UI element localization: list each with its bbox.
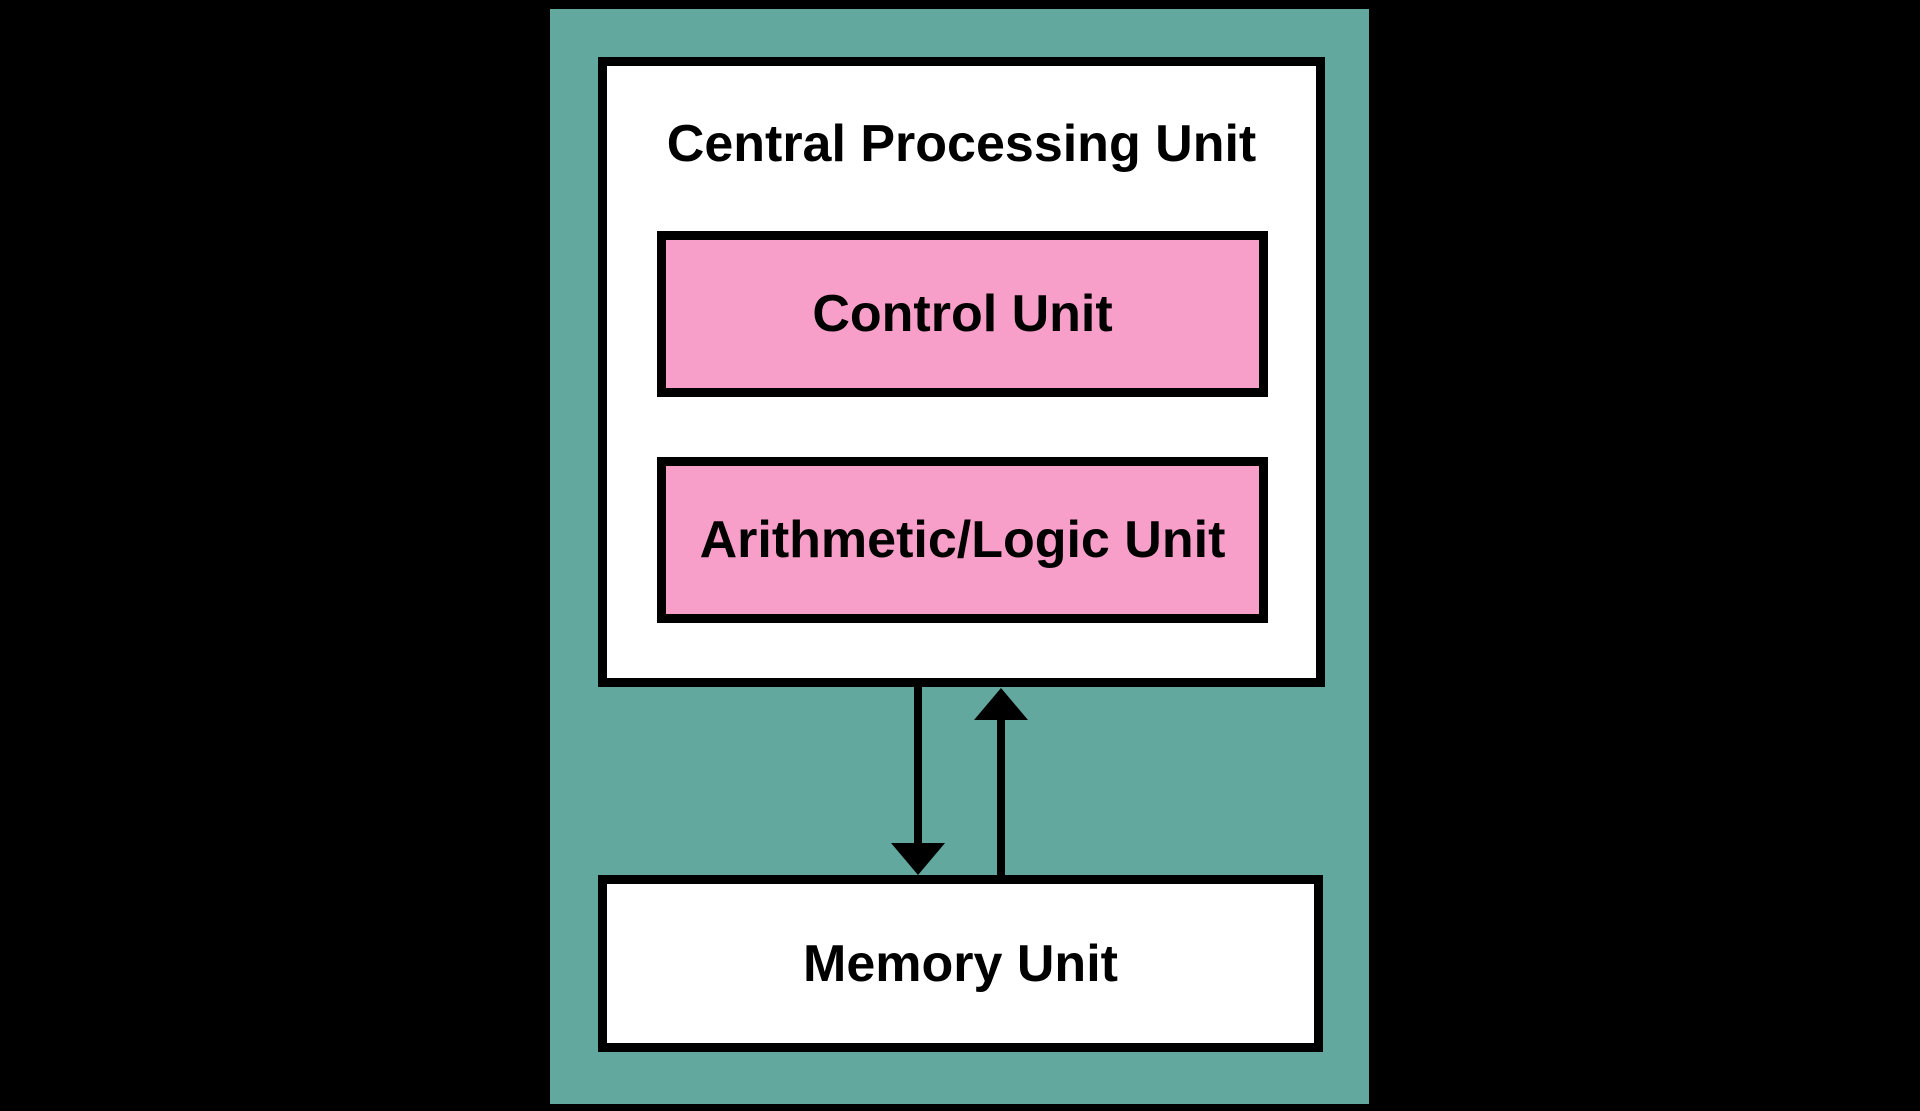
memory-unit-box: Memory Unit xyxy=(598,875,1323,1052)
control-unit-box: Control Unit xyxy=(657,231,1268,397)
system-panel: Central Processing Unit Control Unit Ari… xyxy=(550,9,1369,1104)
arithmetic-logic-unit-label: Arithmetic/Logic Unit xyxy=(699,511,1226,569)
memory-unit-label: Memory Unit xyxy=(803,934,1118,993)
arithmetic-logic-unit-box: Arithmetic/Logic Unit xyxy=(657,457,1268,623)
cpu-box: Central Processing Unit Control Unit Ari… xyxy=(598,57,1325,687)
arrow-up-icon xyxy=(974,688,1028,720)
cpu-title: Central Processing Unit xyxy=(666,115,1257,173)
arrow-down-icon xyxy=(891,843,945,875)
arrow-memory-to-cpu-shaft xyxy=(997,718,1005,877)
control-unit-label: Control Unit xyxy=(812,285,1113,343)
arrow-cpu-to-memory-shaft xyxy=(914,687,922,847)
